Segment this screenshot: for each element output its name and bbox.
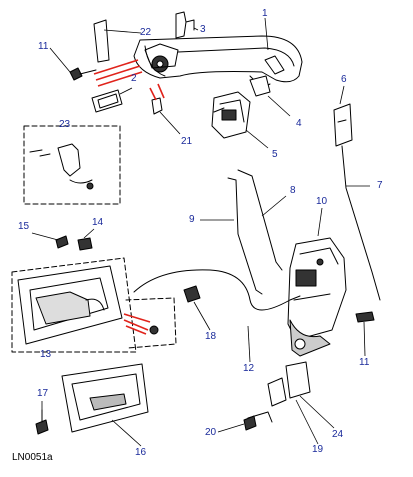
callout-15: 15 bbox=[18, 221, 30, 232]
handle-mechanism bbox=[211, 91, 251, 139]
callout-3: 3 bbox=[200, 24, 206, 35]
bolt bbox=[69, 67, 97, 81]
door-latch bbox=[287, 237, 347, 357]
callout-21: 21 bbox=[181, 136, 193, 147]
callout-4: 4 bbox=[296, 118, 302, 129]
detail-box-23 bbox=[23, 125, 121, 205]
callout-6: 6 bbox=[341, 74, 347, 85]
callout-17: 17 bbox=[37, 388, 49, 399]
interior-handle-trim bbox=[61, 363, 149, 433]
interior-handle-housing bbox=[17, 265, 123, 345]
callout-16: 16 bbox=[135, 447, 147, 458]
clip bbox=[175, 11, 195, 39]
callout-11-right: 11 bbox=[359, 357, 370, 368]
callout-18: 18 bbox=[205, 331, 217, 342]
callout-7: 7 bbox=[377, 180, 383, 191]
rod-upper bbox=[237, 169, 283, 271]
callout-20: 20 bbox=[205, 427, 217, 438]
figure-reference: LN0051a bbox=[12, 452, 53, 463]
callout-14: 14 bbox=[92, 217, 104, 228]
cable-clip bbox=[183, 285, 201, 303]
callout-23: 23 bbox=[59, 119, 71, 130]
screw bbox=[35, 419, 49, 435]
callout-19: 19 bbox=[312, 444, 324, 455]
callout-2: 2 bbox=[131, 73, 137, 84]
release-cable bbox=[133, 269, 301, 311]
rod-lower bbox=[227, 177, 263, 295]
callout-10: 10 bbox=[316, 196, 328, 207]
exterior-handle bbox=[133, 35, 303, 89]
callout-11-top: 11 bbox=[38, 41, 49, 52]
striker-assembly bbox=[243, 361, 311, 431]
callout-22: 22 bbox=[140, 27, 152, 38]
callout-9: 9 bbox=[189, 214, 195, 225]
callout-12: 12 bbox=[243, 363, 255, 374]
callout-13: 13 bbox=[40, 349, 52, 360]
callout-24: 24 bbox=[332, 429, 344, 440]
bracket bbox=[249, 75, 271, 97]
clip-small bbox=[151, 97, 163, 115]
highlight-lines bbox=[93, 59, 165, 335]
callout-1: 1 bbox=[262, 8, 268, 19]
leader-lines bbox=[31, 17, 370, 447]
detail-box-13 bbox=[11, 257, 137, 353]
seal-strip bbox=[93, 19, 110, 63]
callout-5: 5 bbox=[272, 149, 278, 160]
key-lock bbox=[333, 103, 353, 147]
callout-8: 8 bbox=[290, 185, 296, 196]
bolt-right bbox=[355, 311, 375, 323]
lock-rod bbox=[341, 145, 381, 301]
